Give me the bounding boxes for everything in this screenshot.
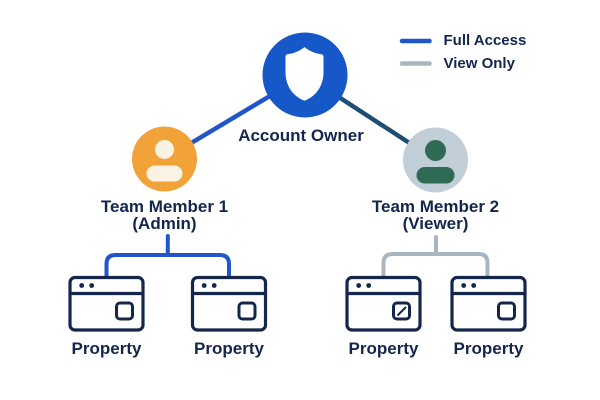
member1-bracket-line	[104, 253, 231, 280]
edge-member1-to-properties	[104, 234, 231, 280]
person-body	[146, 165, 183, 182]
team-member-1-name: Team Member 1	[100, 196, 229, 216]
team-member-2-name: Team Member 2	[371, 196, 500, 216]
person-head	[425, 140, 446, 161]
property-2-browser-window-icon	[190, 275, 268, 332]
team-member-2-role: (Viewer)	[402, 213, 469, 233]
team-member-2-label: Team Member 2 (Viewer)	[355, 198, 516, 232]
team-member-2-node	[403, 127, 468, 193]
account-owner-label: Account Owner	[238, 125, 364, 145]
person-icon	[416, 140, 455, 184]
window-dot	[211, 283, 217, 288]
legend-view-only-label: View Only	[443, 54, 515, 72]
team-member-1-label: Team Member 1 (Admin)	[84, 198, 245, 232]
property-2-label: Property	[194, 338, 264, 358]
property-icons	[68, 275, 527, 332]
account-owner-node	[262, 32, 348, 118]
window-dot	[201, 283, 207, 288]
property-1-browser-window-icon	[68, 275, 145, 332]
shield-icon	[285, 47, 324, 101]
window-dot	[89, 283, 95, 288]
person-head	[155, 140, 174, 159]
team-member-1-role: (Admin)	[132, 213, 197, 233]
legend-full-access-label: Full Access	[443, 32, 527, 49]
property-4-label: Property	[453, 338, 524, 358]
diagonal-slash	[396, 306, 407, 317]
property-3-label: Property	[348, 338, 419, 358]
window-dot	[461, 283, 467, 288]
edge-member2-to-properties	[381, 235, 490, 280]
property-1-label: Property	[71, 338, 142, 358]
window-dot	[471, 283, 477, 288]
property-3-browser-window-edit-icon	[345, 275, 422, 332]
team-member-1-node	[132, 126, 197, 192]
member2-bracket-line	[381, 252, 490, 280]
person-icon	[146, 140, 183, 182]
window-dot	[79, 283, 85, 288]
window-dot	[356, 283, 362, 288]
window-dot	[366, 283, 372, 288]
property-4-browser-window-icon	[450, 275, 527, 332]
person-body	[416, 167, 455, 184]
